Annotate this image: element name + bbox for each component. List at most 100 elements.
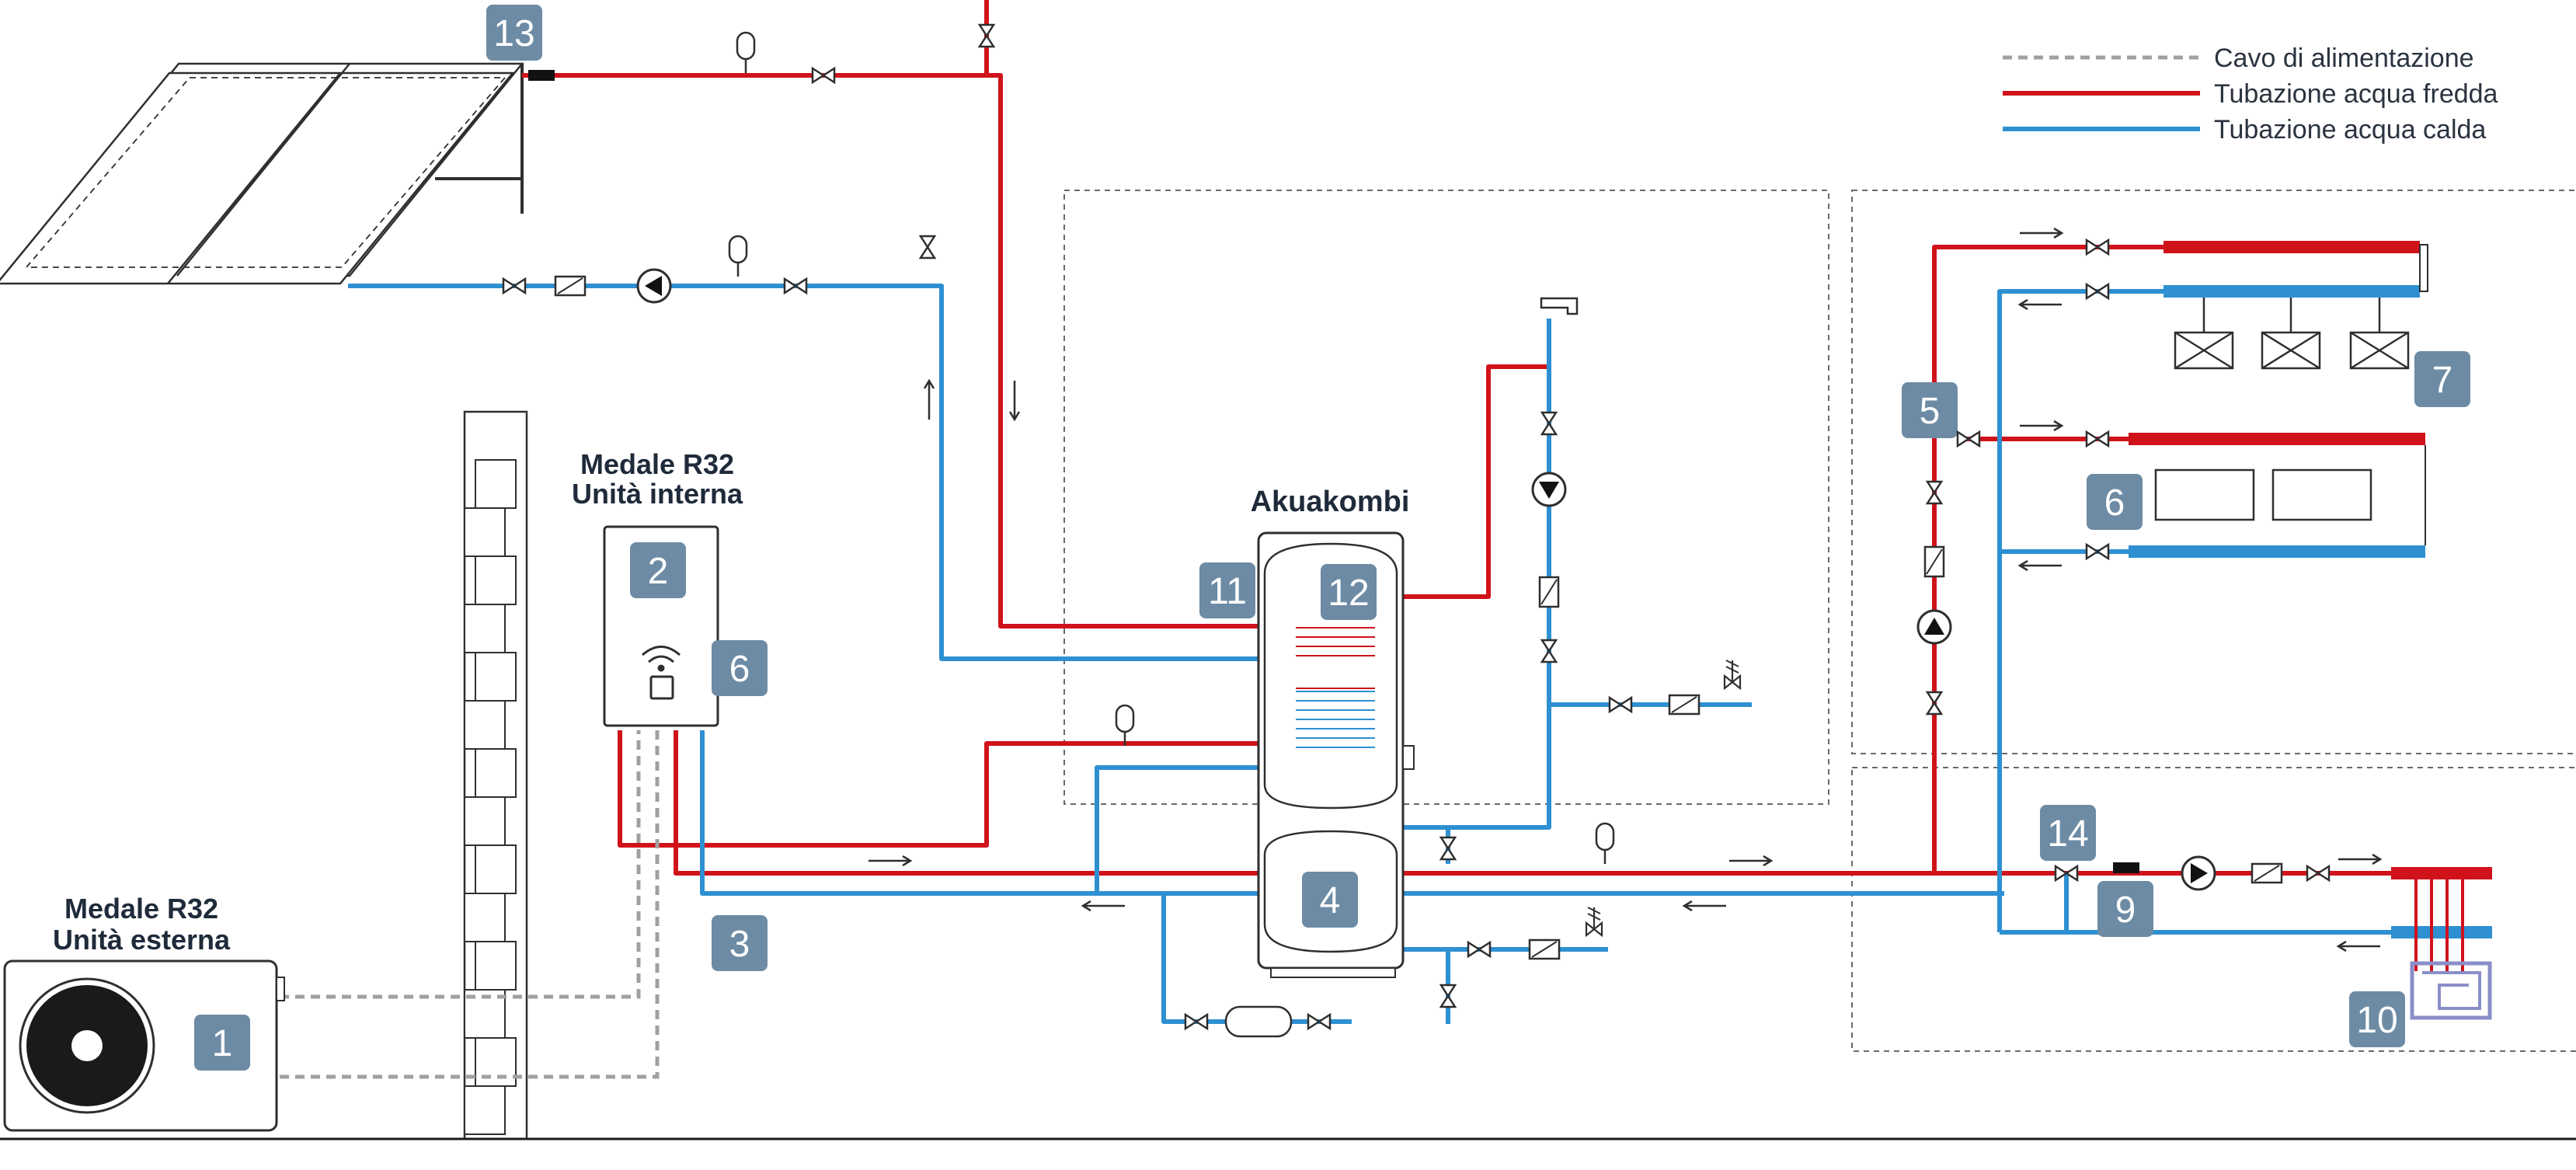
svg-text:4: 4: [1320, 880, 1341, 921]
expansion-vessel-icon: [728, 235, 748, 278]
svg-text:7: 7: [2432, 360, 2453, 401]
sensor-icon: [528, 70, 555, 81]
svg-text:13: 13: [493, 13, 534, 54]
external-unit-title: Medale R32: [64, 893, 218, 925]
valve-icon: [2306, 865, 2331, 882]
brick: [475, 941, 517, 991]
brick: [464, 700, 506, 750]
floor-heating-icon: [2391, 867, 2492, 1020]
emitter-zone: [1851, 190, 2576, 754]
badge-3: 3: [712, 915, 768, 971]
brick: [475, 844, 517, 894]
brick: [464, 796, 506, 846]
valve-icon: [1926, 480, 1943, 505]
brick: [475, 748, 517, 798]
valve-icon: [919, 235, 936, 259]
badge-10: 10: [2349, 991, 2405, 1047]
valve-icon: [1439, 836, 1457, 861]
fan-icon: [19, 977, 155, 1114]
external-unit-subtitle: Unità esterna: [53, 924, 231, 956]
svg-text:5: 5: [1920, 391, 1941, 432]
badge-12: 12: [1321, 564, 1377, 620]
brick: [475, 459, 517, 509]
safety-valve-icon: [1723, 659, 1742, 690]
brick: [464, 604, 506, 653]
tank-zone: [1063, 190, 1829, 805]
safety-valve-icon: [1585, 906, 1603, 937]
valve-icon: [1926, 691, 1943, 716]
external-unit: [3, 959, 285, 1132]
svg-text:11: 11: [1208, 571, 1247, 612]
badge-7: 7: [2414, 351, 2470, 407]
pump-icon: [1531, 472, 1567, 507]
wifi-icon: [642, 646, 681, 700]
valve-icon: [1439, 984, 1457, 1008]
brick: [475, 555, 517, 605]
filter-icon: [554, 275, 587, 297]
svg-text:3: 3: [729, 924, 750, 965]
svg-text:10: 10: [2356, 1000, 2397, 1041]
legend-cold-label: Tubazione acqua fredda: [2214, 79, 2498, 109]
svg-text:9: 9: [2115, 890, 2136, 931]
brick: [464, 893, 506, 942]
legend-hot-label: Tubazione acqua calda: [2214, 115, 2486, 145]
valve-icon: [783, 277, 808, 294]
svg-text:12: 12: [1328, 573, 1369, 614]
badge-14: 14: [2040, 805, 2096, 861]
badge-6-internal: 6: [712, 640, 768, 696]
valve-icon: [1540, 411, 1558, 436]
brick: [475, 1037, 517, 1087]
valve-icon: [1467, 941, 1492, 958]
faucet-icon: [1540, 297, 1579, 315]
badge-2: 2: [630, 542, 686, 598]
valve-icon: [2085, 239, 2110, 256]
power-cables: [280, 730, 660, 1079]
expansion-vessel-icon: [1115, 704, 1135, 747]
fan-coil-icon: [2163, 241, 2428, 298]
internal-unit-title: Medale R32: [580, 448, 734, 480]
svg-text:2: 2: [648, 551, 669, 592]
svg-text:1: 1: [212, 1023, 233, 1064]
badge-5: 5: [1902, 382, 1958, 438]
tank-title: Akuakombi: [1251, 486, 1410, 518]
filter-icon: [2251, 862, 2283, 884]
valve-icon: [2085, 283, 2110, 300]
pump-icon: [2181, 855, 2216, 891]
valve-icon: [1307, 1013, 1332, 1030]
expansion-vessel-icon: [736, 31, 756, 75]
valve-icon: [2085, 543, 2110, 560]
fittings: [502, 23, 2410, 1038]
badge-9: 9: [2097, 881, 2153, 937]
expansion-vessel-icon: [1595, 822, 1615, 865]
component-badges: 1 2 3 4 5 6 6 7 9 10 11 12 13 14: [194, 5, 2470, 1071]
svg-text:6: 6: [729, 649, 750, 690]
valve-icon: [1540, 639, 1558, 663]
equipment-labels: Medale R32 Unità esterna Medale R32 Unit…: [53, 448, 1409, 956]
legend-power-label: Cavo di alimentazione: [2214, 44, 2474, 73]
badge-1: 1: [194, 1015, 250, 1071]
brick: [464, 507, 506, 557]
valve-icon: [2085, 430, 2110, 447]
valve-icon: [502, 277, 527, 294]
badge-11: 11: [1199, 562, 1255, 618]
valve-icon: [811, 67, 836, 84]
legend: Cavo di alimentazione Tubazione acqua fr…: [2003, 44, 2498, 145]
flow-arrows: [869, 227, 2383, 952]
badge-4: 4: [1302, 872, 1358, 928]
tank-coils: [1296, 627, 1375, 748]
fan-coil-units: [2174, 298, 2410, 370]
filter-icon: [1668, 694, 1701, 716]
brick: [464, 1085, 506, 1135]
valve-icon: [1184, 1013, 1209, 1030]
pump-icon: [1916, 609, 1952, 645]
svg-text:14: 14: [2047, 813, 2088, 855]
solar-panel-icon: [0, 62, 524, 285]
brick-wall: [463, 410, 528, 1140]
valve-icon: [978, 23, 995, 48]
internal-unit-subtitle: Unità interna: [572, 478, 743, 510]
brick: [475, 652, 517, 702]
filter-icon: [1528, 938, 1561, 960]
filter-icon: [1923, 545, 1945, 578]
